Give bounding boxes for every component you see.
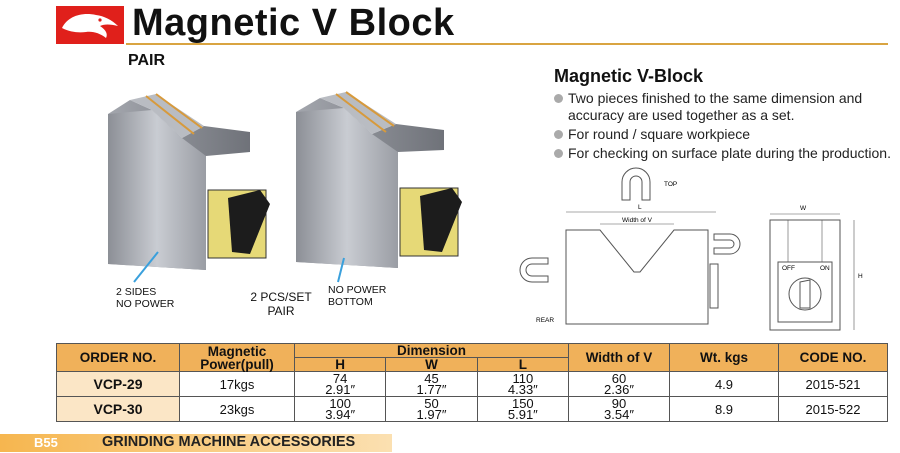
brand-logo [56, 6, 124, 44]
header-weight: Wt. kgs [669, 343, 779, 372]
feature-item: For checking on surface plate during the… [554, 145, 894, 162]
power-cell: 23kgs [179, 396, 295, 422]
order-no-cell: VCP-30 [56, 396, 180, 422]
label-2-sides: 2 SIDES NO POWER [116, 286, 175, 310]
subtitle-pair: PAIR [128, 52, 166, 69]
page-code: B55 [34, 435, 58, 450]
label-h: H [858, 273, 863, 280]
arrow-sides [133, 251, 159, 283]
header-l: L [476, 357, 570, 372]
bullet-icon [554, 94, 563, 103]
section-title: GRINDING MACHINE ACCESSORIES [102, 434, 356, 450]
v-block-left [108, 93, 270, 270]
order-no-cell: VCP-29 [56, 371, 180, 397]
eagle-logo-icon [56, 6, 124, 44]
side-view-drawing: W H OFF ON [769, 205, 863, 331]
feature-list: Two pieces finished to the same dimensio… [554, 90, 894, 164]
label-width-of-v: Width of V [622, 217, 653, 224]
title-underline [126, 43, 888, 45]
feature-item: Two pieces finished to the same dimensio… [554, 90, 894, 124]
arrow-bottom [337, 257, 345, 283]
spec-table: ORDER NO. Magnetic Power(pull) Dimension… [56, 343, 888, 422]
description-title: Magnetic V-Block [554, 66, 704, 86]
label-pair: 2 PCS/SET PAIR [250, 290, 312, 318]
header-w: W [385, 357, 478, 372]
bullet-icon [554, 149, 563, 158]
label-l: L [638, 204, 642, 211]
bullet-icon [554, 130, 563, 139]
header-h: H [293, 357, 387, 372]
v-block-right [296, 91, 462, 268]
weight-cell: 8.9 [669, 396, 779, 422]
label-off: OFF [782, 265, 795, 272]
label-rear: REAR [536, 317, 554, 324]
label-top: TOP [664, 181, 677, 188]
weight-cell: 4.9 [669, 371, 779, 397]
label-on: ON [820, 265, 830, 272]
label-bottom: NO POWER BOTTOM [328, 284, 387, 308]
power-cell: 17kgs [179, 371, 295, 397]
header-dimension: Dimension [294, 343, 569, 358]
code-cell: 2015-521 [778, 371, 888, 397]
front-view-drawing: TOP L Width of V REAR [519, 167, 741, 325]
product-photo [108, 91, 462, 283]
page-title: Magnetic V Block [132, 2, 455, 44]
header-width-of-v: Width of V [568, 343, 670, 372]
code-cell: 2015-522 [778, 396, 888, 422]
feature-item: For round / square workpiece [554, 126, 894, 143]
footer-bar [0, 434, 392, 452]
header-magnetic-power: Magnetic Power(pull) [179, 343, 295, 372]
header-code-no: CODE NO. [778, 343, 888, 372]
header-order-no: ORDER NO. [56, 343, 180, 372]
label-w: W [800, 205, 807, 212]
